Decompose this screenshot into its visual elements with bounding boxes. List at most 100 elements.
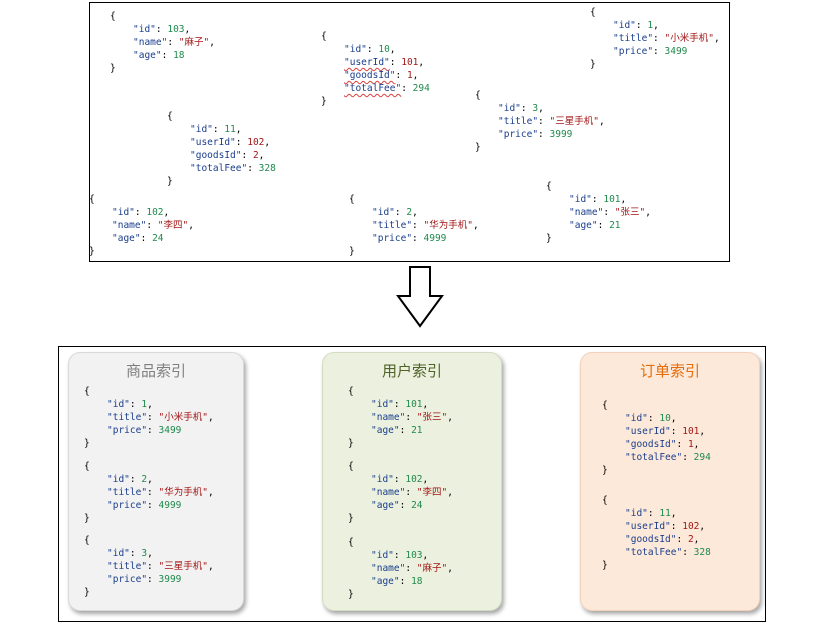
json-field: "id": 101, <box>546 193 651 206</box>
json-field: "age": 24 <box>89 232 194 245</box>
json-key: "id" <box>107 399 130 410</box>
json-key: "userId" <box>344 57 390 68</box>
json-value: 1 <box>406 70 413 81</box>
json-field: "age": 18 <box>348 575 453 588</box>
json-document: {"id": 10,"userId": 101,"goodsId": 1,"to… <box>602 399 711 477</box>
json-field: "age": 24 <box>348 499 453 512</box>
json-value: 103 <box>167 24 185 35</box>
json-key: "price" <box>372 233 413 244</box>
json-key: "age" <box>133 50 162 61</box>
json-value: 102 <box>247 137 265 148</box>
comma: , <box>422 550 429 561</box>
json-field: "price": 3499 <box>590 45 720 58</box>
json-value: 101 <box>682 426 700 437</box>
json-field: "price": 3499 <box>84 424 214 437</box>
json-value: 10 <box>378 44 390 55</box>
json-field: "title": "华为手机", <box>349 219 479 232</box>
json-field: "name": "麻子", <box>348 562 453 575</box>
json-key: "id" <box>371 550 394 561</box>
json-key: "totalFee" <box>344 83 402 94</box>
comma: , <box>418 57 425 68</box>
json-field: "name": "李四", <box>89 219 194 232</box>
json-value: 2 <box>687 534 694 545</box>
json-value: 21 <box>411 425 423 436</box>
colon: : <box>647 413 660 424</box>
json-document: {"id": 103,"name": "麻子","age": 18} <box>348 536 453 601</box>
comma: , <box>653 20 659 31</box>
comma: , <box>693 439 700 450</box>
json-field: "id": 102, <box>348 473 453 486</box>
colon: : <box>538 129 550 140</box>
open-brace: { <box>89 194 95 205</box>
colon: : <box>134 207 147 218</box>
comma: , <box>447 487 453 498</box>
json-field: "age": 21 <box>348 424 453 437</box>
open-brace: { <box>475 90 481 101</box>
json-value: 101 <box>603 194 621 205</box>
colon: : <box>597 220 610 231</box>
colon: : <box>167 37 179 48</box>
colon: : <box>389 57 402 68</box>
json-field: "age": 18 <box>110 49 215 62</box>
colon: : <box>412 220 424 231</box>
open-brace: { <box>110 11 116 22</box>
goods-index-title: 商品索引 <box>125 362 186 380</box>
open-brace: { <box>602 495 608 506</box>
comma: , <box>412 70 419 81</box>
colon: : <box>399 576 412 587</box>
json-key: "title" <box>107 412 148 423</box>
json-field: "price": 3999 <box>84 573 214 586</box>
json-document: {"id": 101,"name": "张三","age": 21} <box>348 385 453 450</box>
json-key: "userId" <box>625 521 671 532</box>
open-brace: { <box>348 461 354 472</box>
colon: : <box>140 233 153 244</box>
json-value: 101 <box>401 57 419 68</box>
colon: : <box>129 399 142 410</box>
open-brace: { <box>349 194 355 205</box>
json-field: "totalFee": 328 <box>602 546 711 559</box>
json-value: 3499 <box>664 46 688 57</box>
json-value: 102 <box>146 207 164 218</box>
json-value: 102 <box>405 474 423 485</box>
json-field: "goodsId": 2, <box>167 149 276 162</box>
colon: : <box>399 425 412 436</box>
json-value: 1 <box>687 439 694 450</box>
json-key: "id" <box>498 103 521 114</box>
json-value: "三星手机" <box>158 561 208 572</box>
json-document: {"id": 11,"userId": 102,"goodsId": 2,"to… <box>167 110 276 188</box>
comma: , <box>670 413 677 424</box>
json-field: "id": 1, <box>84 398 214 411</box>
json-field: "price": 3999 <box>475 128 605 141</box>
json-document: {"id": 1,"title": "小米手机","price": 3499} <box>84 385 214 450</box>
goods-index-panel: 商品索引 <box>68 352 244 611</box>
json-field: "price": 4999 <box>84 499 214 512</box>
json-key: "title" <box>613 33 654 44</box>
json-key: "userId" <box>625 426 671 437</box>
colon: : <box>129 548 142 559</box>
comma: , <box>163 207 170 218</box>
json-value: "小米手机" <box>664 33 714 44</box>
colon: : <box>155 24 168 35</box>
open-brace: { <box>84 461 90 472</box>
comma: , <box>598 116 605 127</box>
json-field: "title": "小米手机", <box>590 32 720 45</box>
json-field: "id": 10, <box>602 412 711 425</box>
json-key: "id" <box>344 44 367 55</box>
json-key: "name" <box>569 207 604 218</box>
json-key: "age" <box>112 233 141 244</box>
colon: : <box>682 452 694 463</box>
json-key: "id" <box>112 207 135 218</box>
json-field: "userId": 102, <box>167 136 276 149</box>
close-brace: } <box>349 246 355 257</box>
open-brace: { <box>321 31 327 42</box>
json-value: 3999 <box>158 574 182 585</box>
colon: : <box>393 474 406 485</box>
json-key: "price" <box>107 500 148 511</box>
json-value: 10 <box>659 413 671 424</box>
json-key: "id" <box>107 474 130 485</box>
json-value: 328 <box>693 547 711 558</box>
colon: : <box>147 561 159 572</box>
comma: , <box>447 563 453 574</box>
colon: : <box>676 534 688 545</box>
comma: , <box>538 103 544 114</box>
